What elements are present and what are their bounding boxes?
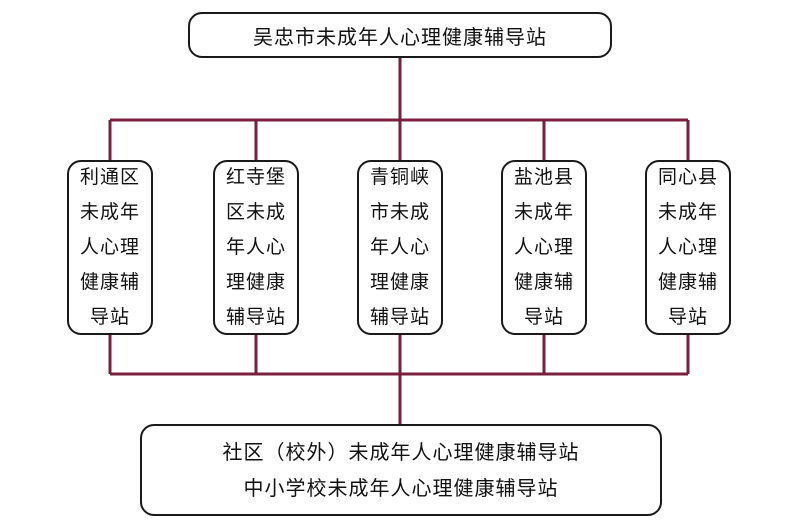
branch-node-yanchi: 盐池县 未成年 人心理 健康辅 导站 [501,160,587,335]
bottom-node: 社区（校外）未成年人心理健康辅导站 中小学校未成年人心理健康辅导站 [140,424,662,516]
branch-node-qingtongxia: 青铜峡 市未成 年人心 理健康 辅导站 [357,160,443,335]
top-node-label: 吴忠市未成年人心理健康辅导站 [253,24,547,49]
branch-label: 同心县 未成年 人心理 健康辅 导站 [657,166,718,328]
branch-label: 利通区 未成年 人心理 健康辅 导站 [79,166,140,328]
branch-label: 盐池县 未成年 人心理 健康辅 导站 [513,166,574,328]
top-node: 吴忠市未成年人心理健康辅导站 [188,12,612,58]
branch-node-hongsibu: 红寺堡 区未成 年人心 理健康 辅导站 [213,160,299,335]
branch-node-tongxin: 同心县 未成年 人心理 健康辅 导站 [645,160,731,335]
branch-node-litong: 利通区 未成年 人心理 健康辅 导站 [67,160,153,335]
branch-label: 青铜峡 市未成 年人心 理健康 辅导站 [369,166,430,328]
bottom-node-line-1: 社区（校外）未成年人心理健康辅导站 [222,440,580,464]
bottom-node-line-2: 中小学校未成年人心理健康辅导站 [243,476,559,500]
branch-label: 红寺堡 区未成 年人心 理健康 辅导站 [225,166,286,328]
